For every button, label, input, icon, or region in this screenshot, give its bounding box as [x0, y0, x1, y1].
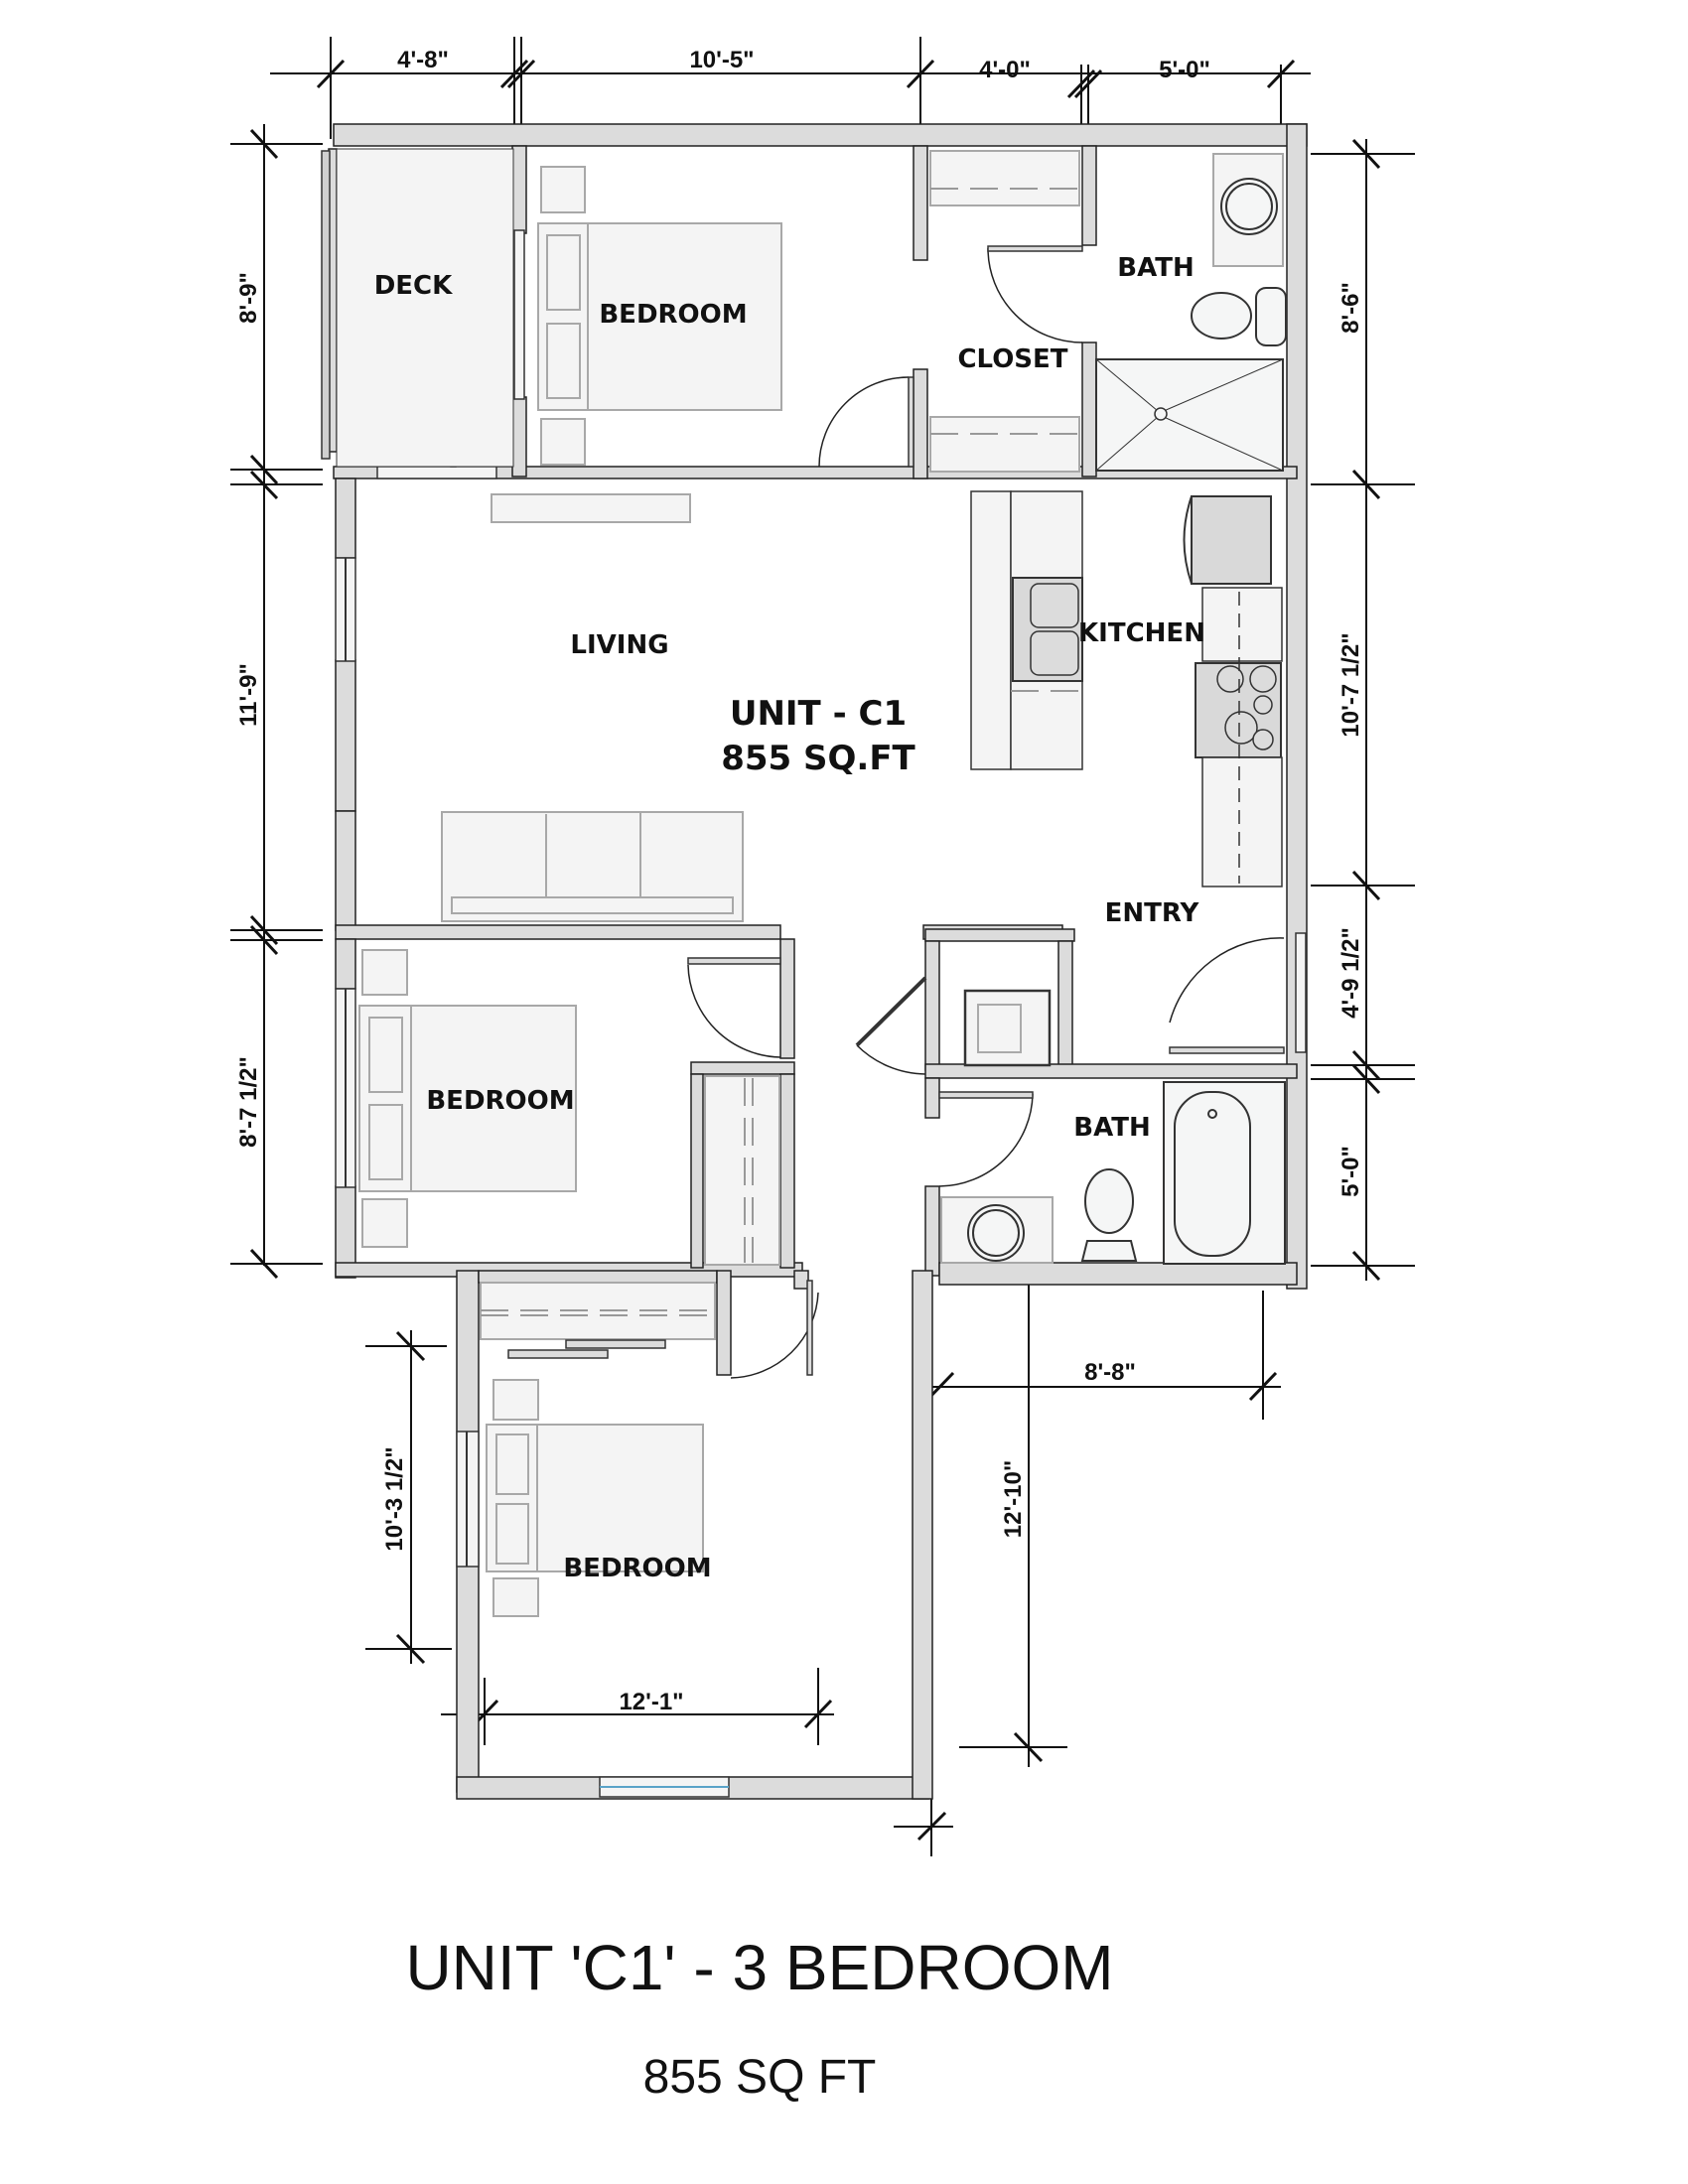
windows: [321, 150, 1307, 1798]
room-label-entry: ENTRY: [1105, 898, 1200, 928]
room-label-bath-2: BATH: [1073, 1113, 1150, 1143]
dimension-labels: 4'-8" 10'-5" 4'-0" 5'-0" 8'-9" 11'-9" 8'…: [235, 47, 1364, 1715]
room-label-closet: CLOSET: [957, 344, 1067, 374]
dim-right-bath1: 8'-6": [1337, 282, 1364, 334]
room-label-bedroom-2: BEDROOM: [426, 1086, 574, 1116]
dim-bedroom3-right: 12'-10": [1000, 1460, 1027, 1538]
plan-subtitle: 855 SQ FT: [642, 2051, 877, 2104]
dim-right-kitchen: 10'-7 1/2": [1337, 632, 1364, 737]
dim-left-bedroom2: 8'-7 1/2": [235, 1056, 262, 1148]
dim-top-closet: 4'-0": [979, 57, 1031, 83]
room-label-bedroom-3: BEDROOM: [563, 1554, 711, 1583]
dim-right-entry: 4'-9 1/2": [1337, 927, 1364, 1019]
dim-left-living: 11'-9": [235, 663, 262, 727]
room-label-living: LIVING: [570, 630, 668, 660]
dim-top-bedroom: 10'-5": [689, 47, 754, 73]
room-label-bedroom-1: BEDROOM: [599, 300, 747, 330]
dim-bedroom3-left: 10'-3 1/2": [381, 1446, 408, 1551]
room-label-kitchen: KITCHEN: [1078, 618, 1205, 648]
room-labels: DECK BEDROOM CLOSET BATH LIVING KITCHEN …: [374, 253, 1205, 1583]
plan-title: UNIT 'C1' - 3 BEDROOM: [405, 1932, 1114, 2003]
unit-area-label: 855 SQ.FT: [721, 739, 915, 778]
furniture: [336, 148, 1287, 1617]
unit-label: UNIT - C1: [730, 694, 907, 734]
room-label-deck: DECK: [374, 271, 453, 301]
dim-top-bath: 5'-0": [1159, 57, 1210, 83]
dim-right-bath2: 5'-0": [1337, 1146, 1364, 1197]
room-label-bath-1: BATH: [1117, 253, 1194, 283]
dim-top-deck: 4'-8": [397, 47, 449, 73]
dim-bath2-width: 8'-8": [1084, 1359, 1136, 1386]
dim-bedroom3-width: 12'-1": [619, 1689, 683, 1715]
dim-left-deck: 8'-9": [235, 272, 262, 324]
